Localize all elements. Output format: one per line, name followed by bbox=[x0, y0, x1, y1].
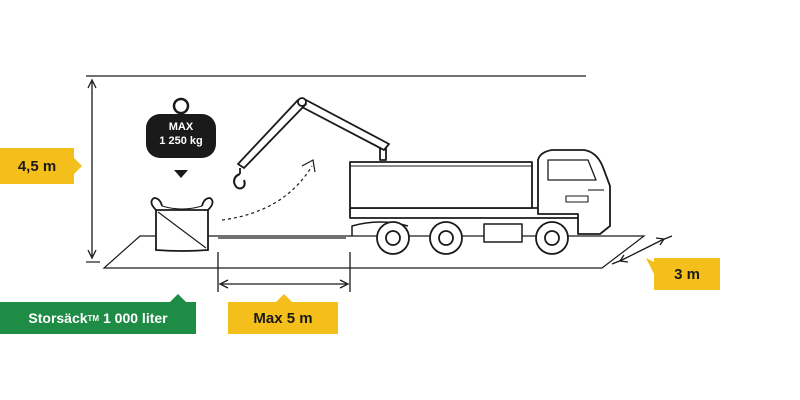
width-arrow bbox=[611, 235, 673, 265]
truck-wheel-2 bbox=[429, 221, 463, 255]
bag-label-trademark: TM bbox=[87, 313, 100, 323]
crane-arm bbox=[233, 97, 390, 190]
reach-arrow bbox=[217, 252, 351, 292]
truck-cargo-body bbox=[349, 161, 533, 209]
width-label-pointer bbox=[646, 258, 654, 274]
weight-max-label: MAX bbox=[168, 121, 194, 133]
width-label: 3 m bbox=[654, 258, 720, 290]
reach-label: Max 5 m bbox=[228, 302, 338, 334]
ground-area bbox=[102, 235, 646, 269]
reach-label-pointer bbox=[276, 294, 292, 302]
weight-tag-text: MAX 1 250 kg bbox=[148, 120, 214, 148]
weight-tag bbox=[146, 97, 216, 178]
height-label: 4,5 m bbox=[0, 148, 74, 184]
big-bag bbox=[150, 197, 214, 252]
truck-wheel-3 bbox=[535, 221, 569, 255]
height-arrow bbox=[87, 78, 97, 260]
bag-label-pointer bbox=[170, 294, 186, 302]
truck-wheel-1 bbox=[376, 221, 410, 255]
bag-label-name: Storsäck bbox=[28, 310, 88, 326]
bag-label-volume: 1 000 liter bbox=[103, 310, 168, 326]
weight-value: 1 250 kg bbox=[159, 135, 203, 147]
lift-trajectory bbox=[221, 165, 313, 221]
truck bbox=[349, 149, 611, 255]
height-label-pointer bbox=[74, 158, 82, 174]
lift-trajectory-head bbox=[301, 159, 316, 173]
